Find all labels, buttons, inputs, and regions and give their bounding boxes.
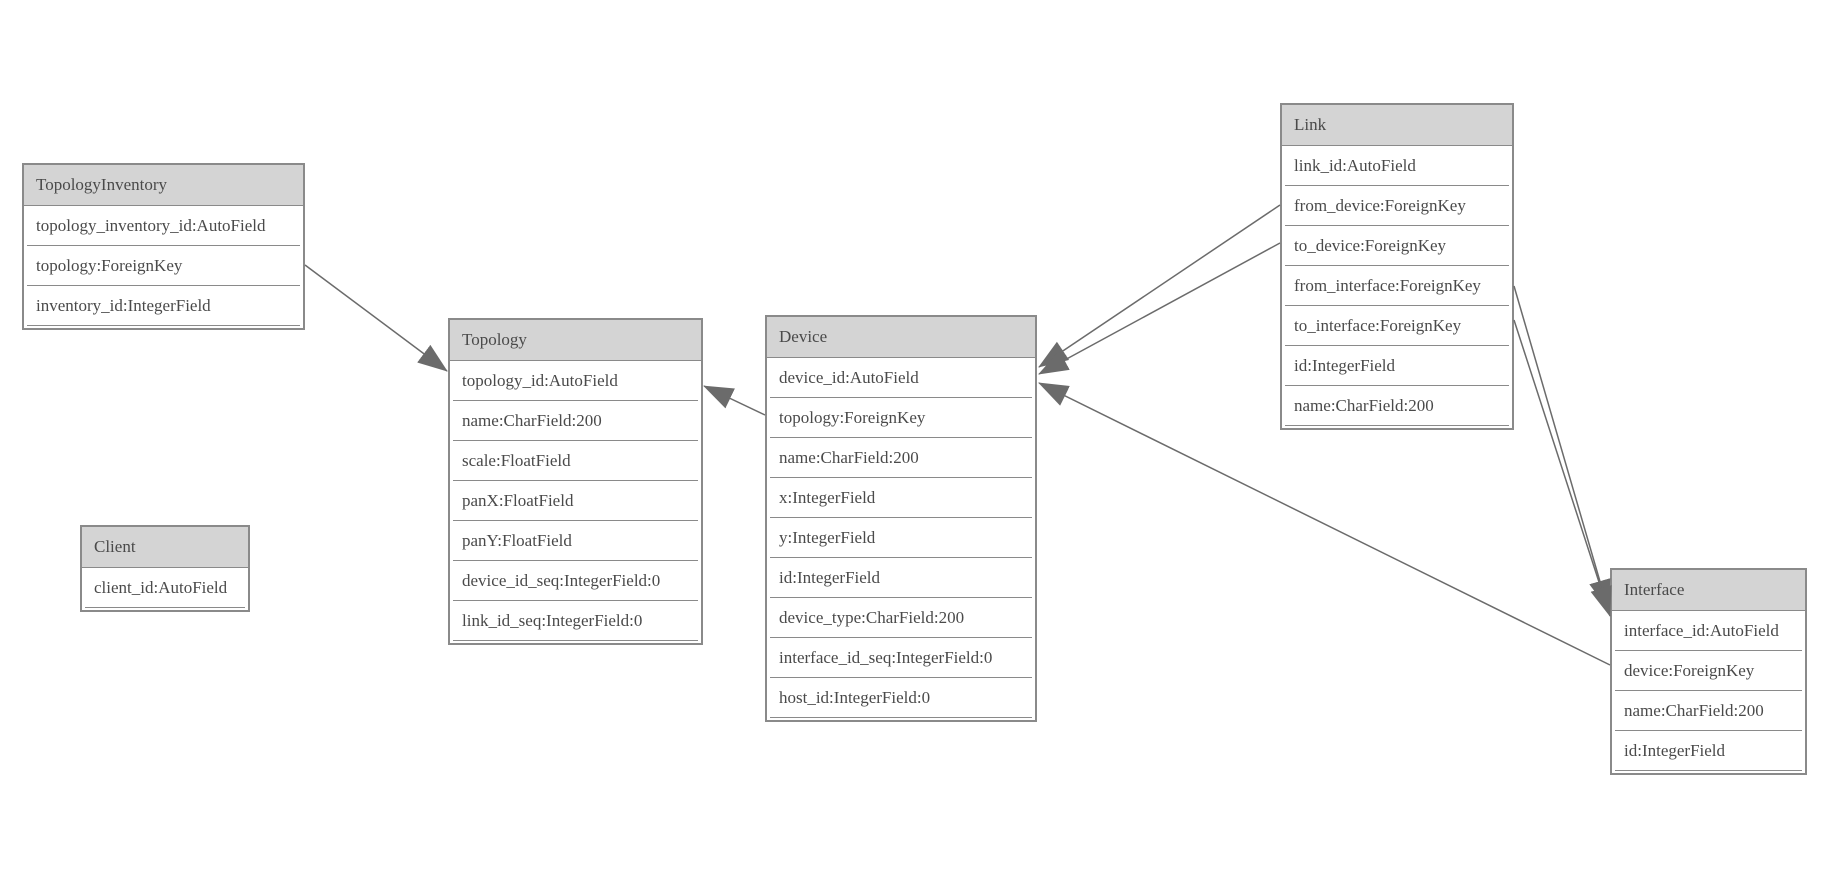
relation-link-from_device-device xyxy=(1038,204,1281,368)
relation-link-to_interface-interface xyxy=(1513,319,1612,617)
entity-field-row: name:CharField:200 xyxy=(770,438,1032,478)
entity-field-row: link_id_seq:IntegerField:0 xyxy=(453,601,698,641)
entity-field-row: host_id:IntegerField:0 xyxy=(770,678,1032,718)
entity-field-row: name:CharField:200 xyxy=(1615,691,1802,731)
relation-topologyinventory-topology xyxy=(304,264,448,372)
entity-field-row: inventory_id:IntegerField xyxy=(27,286,300,326)
entity-field-row: client_id:AutoField xyxy=(85,568,245,608)
entity-field-row: device_id_seq:IntegerField:0 xyxy=(453,561,698,601)
entity-field-row: from_device:ForeignKey xyxy=(1285,186,1509,226)
entity-field-row: to_interface:ForeignKey xyxy=(1285,306,1509,346)
entity-field-row: topology:ForeignKey xyxy=(770,398,1032,438)
entity-field-row: id:IntegerField xyxy=(770,558,1032,598)
entity-field-row: panY:FloatField xyxy=(453,521,698,561)
entity-field-row: topology:ForeignKey xyxy=(27,246,300,286)
entity-field-row: to_device:ForeignKey xyxy=(1285,226,1509,266)
entity-field-row: topology_inventory_id:AutoField xyxy=(27,206,300,246)
entity-field-row: topology_id:AutoField xyxy=(453,361,698,401)
entity-field-row: from_interface:ForeignKey xyxy=(1285,266,1509,306)
relation-link-from_interface-interface xyxy=(1513,285,1611,610)
entity-field-row: name:CharField:200 xyxy=(453,401,698,441)
relation-link-to_device-device xyxy=(1038,242,1281,375)
entity-title[interactable]: Device xyxy=(767,317,1035,358)
entity-field-row: name:CharField:200 xyxy=(1285,386,1509,426)
entity-field-row: device:ForeignKey xyxy=(1615,651,1802,691)
entity-title[interactable]: Interface xyxy=(1612,570,1805,611)
entity-title[interactable]: Link xyxy=(1282,105,1512,146)
entity-field-row: id:IntegerField xyxy=(1285,346,1509,386)
entity-title[interactable]: Topology xyxy=(450,320,701,361)
entity-field-row: id:IntegerField xyxy=(1615,731,1802,771)
entity-field-row: interface_id:AutoField xyxy=(1615,611,1802,651)
entity-field-row: interface_id_seq:IntegerField:0 xyxy=(770,638,1032,678)
entity-field-row: panX:FloatField xyxy=(453,481,698,521)
entity-title[interactable]: Client xyxy=(82,527,248,568)
entity-title[interactable]: TopologyInventory xyxy=(24,165,303,206)
entity-field-row: device_type:CharField:200 xyxy=(770,598,1032,638)
entity-field-row: link_id:AutoField xyxy=(1285,146,1509,186)
entity-field-row: device_id:AutoField xyxy=(770,358,1032,398)
entity-field-row: y:IntegerField xyxy=(770,518,1032,558)
relation-device-topology xyxy=(703,385,766,416)
entity-field-row: scale:FloatField xyxy=(453,441,698,481)
entity-field-row: x:IntegerField xyxy=(770,478,1032,518)
